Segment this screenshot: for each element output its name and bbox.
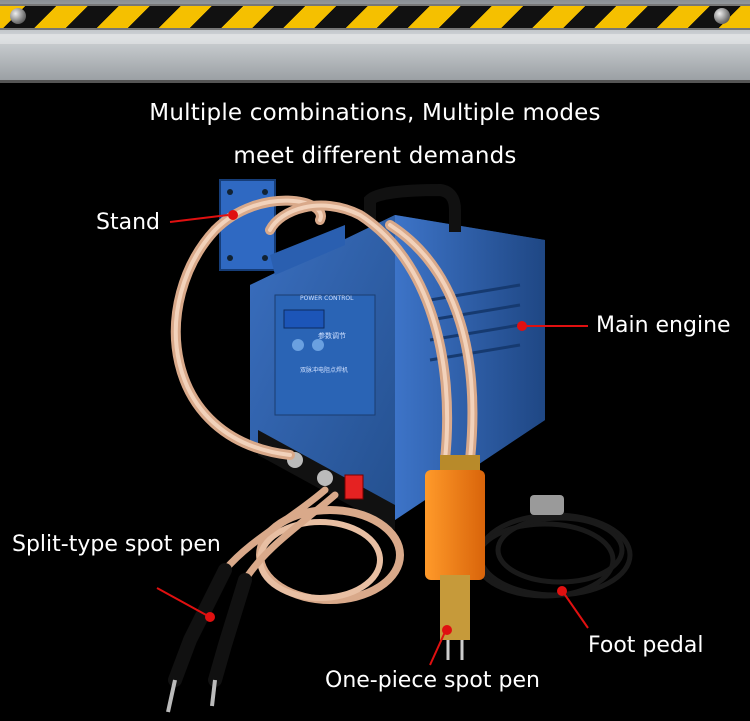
power-switch <box>344 474 364 500</box>
terminal-icon <box>317 470 333 486</box>
callout-one-piece-pen: One-piece spot pen <box>325 668 540 693</box>
split-type-pens <box>166 563 252 713</box>
callout-split-pen: Split-type spot pen <box>12 532 221 557</box>
panel-label: 双脉冲电阻点焊机 <box>300 366 348 374</box>
hazard-banner <box>0 0 750 83</box>
panel-label: POWER CONTROL <box>300 295 354 302</box>
panel-label: 参数调节 <box>318 331 346 340</box>
headline-line-2: meet different demands <box>233 143 517 169</box>
callout-lines <box>156 214 589 666</box>
metal-bar-shine <box>0 34 750 44</box>
callout-main-engine: Main engine <box>596 313 731 338</box>
carry-handle <box>364 183 461 232</box>
one-piece-pen-body <box>425 470 485 580</box>
rivet-icon <box>10 8 26 24</box>
copper-cables <box>170 195 478 604</box>
rivet-icon <box>714 8 730 24</box>
callout-stand: Stand <box>96 210 160 235</box>
foot-pedal-connector <box>530 495 564 515</box>
panel-button-icon <box>292 339 304 351</box>
stand-plate <box>219 179 276 271</box>
callout-foot-pedal: Foot pedal <box>588 633 704 658</box>
lcd-display <box>283 309 325 329</box>
panel-button-icon <box>312 339 324 351</box>
callout-dots <box>205 210 567 635</box>
headline-line-1: Multiple combinations, Multiple modes <box>149 100 601 126</box>
hazard-stripes <box>0 4 750 30</box>
foot-pedal-cable <box>474 512 633 599</box>
stand-arm <box>270 225 345 275</box>
